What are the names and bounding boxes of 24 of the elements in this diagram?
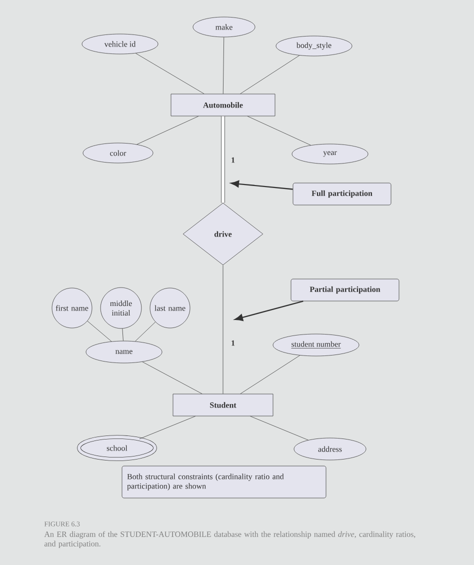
entity-box: Student bbox=[172, 394, 274, 416]
cardinality-label: 1 bbox=[232, 157, 235, 163]
connector-line bbox=[122, 328, 124, 341]
connector-line bbox=[250, 416, 308, 440]
cardinality-label: 1 bbox=[232, 340, 235, 346]
connector-line bbox=[222, 37, 224, 94]
connector-line bbox=[240, 55, 300, 94]
annotation-box: Both structural constraints (cardinality ratio and participation) are shown bbox=[122, 466, 326, 498]
annotation-box: Partial participation bbox=[290, 278, 400, 302]
connector-line bbox=[136, 53, 204, 94]
connector-line bbox=[247, 116, 311, 146]
connector-line bbox=[142, 362, 202, 394]
connector-line bbox=[135, 322, 156, 342]
connector-line bbox=[139, 416, 196, 440]
connector-line bbox=[221, 116, 225, 203]
entity-box: Automobile bbox=[170, 94, 276, 116]
connector-line bbox=[136, 116, 199, 145]
connector-line bbox=[222, 265, 224, 394]
connector-line bbox=[240, 355, 300, 394]
leader-arrow bbox=[234, 300, 304, 321]
figure-caption: An ER diagram of the STUDENT-AUTOMOBILE database with the relationship named drive, cardinality ratios, and participation. bbox=[44, 531, 416, 548]
annotation-box: Full participation bbox=[292, 182, 392, 206]
connector-line bbox=[87, 320, 112, 342]
leader-arrow bbox=[230, 180, 293, 190]
